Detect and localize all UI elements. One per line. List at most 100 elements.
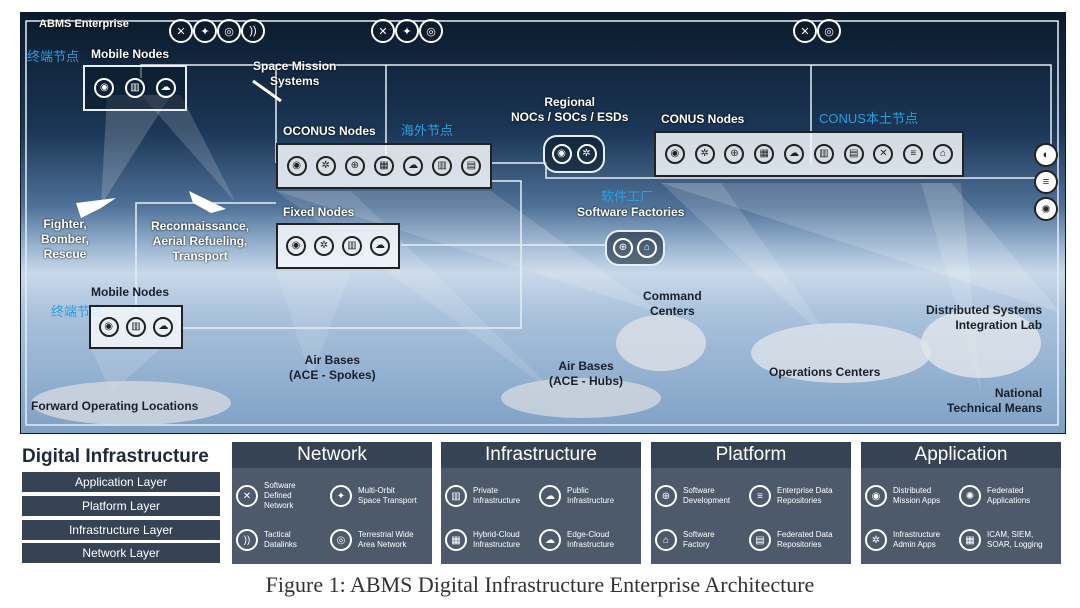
network-icon: ✕ — [236, 485, 258, 507]
database-icon: ≡ — [903, 144, 924, 164]
database-icon: ≡ — [749, 485, 771, 507]
beam-recon — [141, 95, 236, 203]
edge-cloud-icon: ☁ — [153, 317, 174, 337]
server-icon: ▥ — [432, 156, 453, 176]
globe-circle-icon: ◎ — [217, 19, 241, 43]
digital-infrastructure-title: Digital Infrastructure — [22, 446, 209, 467]
dish-circle-icon: ◐ — [1034, 143, 1058, 167]
factory-icon: ⌂ — [637, 238, 657, 258]
beam-fighter — [101, 95, 171, 205]
software-factories-title: Software Factories — [577, 205, 685, 219]
software-factories-cn: 软件工厂 — [601, 189, 654, 204]
mobile-top-cn: 终端节点 — [27, 49, 80, 64]
item-software-development: ⊕Software Development — [655, 476, 755, 516]
layer-platform: Platform Layer — [22, 496, 220, 516]
mission-app-icon: ◉ — [286, 156, 307, 176]
figure-caption: Figure 1: ABMS Digital Infrastructure En… — [265, 572, 815, 597]
oconus-cn: 海外节点 — [401, 123, 454, 138]
gear-icon: ✲ — [694, 144, 715, 164]
mobile-nodes-top-box: ◉ ▥ ☁ — [83, 65, 187, 111]
mobile-bottom-title: Mobile Nodes — [91, 285, 170, 299]
apps-icon: ◉ — [865, 485, 887, 507]
gear-icon: ✲ — [314, 236, 334, 256]
datalink-icon: )) — [236, 529, 258, 551]
item-software-defined-network: ✕Software Defined Network — [236, 476, 336, 516]
gear-icon: ✲ — [576, 144, 597, 164]
regional-nodes-box: ◉ ✲ — [543, 135, 605, 173]
column-platform: Platform ⊕Software Development ≡Enterpri… — [651, 442, 851, 564]
column-platform-title: Platform — [651, 442, 851, 468]
item-edge-cloud: ☁Edge-Cloud Infrastructure — [539, 520, 639, 560]
federated-db-icon: ▤ — [461, 156, 482, 176]
enterprise-label: ABMS Enterprise — [39, 18, 129, 30]
mobile-top-title: Mobile Nodes — [91, 47, 170, 61]
landmass-dsil — [921, 308, 1041, 378]
mobile-nodes-bottom-box: ◉ ▥ ☁ — [89, 305, 183, 349]
edge-cloud-icon: ☁ — [370, 236, 390, 256]
server-icon: ▥ — [125, 317, 146, 337]
federated-db-icon: ▤ — [749, 529, 771, 551]
item-federated-data: ▤Federated Data Repositories — [749, 520, 849, 560]
satellite-circle-icon: ✦ — [193, 19, 217, 43]
column-application-title: Application — [861, 442, 1061, 468]
security-icon: ▦ — [754, 144, 775, 164]
mission-app-icon: ◉ — [664, 144, 685, 164]
column-application: Application ◉Distributed Mission Apps ✺F… — [861, 442, 1061, 564]
cloud-icon: ☁ — [784, 144, 805, 164]
item-software-factory: ⌂Software Factory — [655, 520, 755, 560]
layer-network: Network Layer — [22, 543, 220, 563]
architecture-map: ABMS Enterprise ✕ ✦ ◎ )) ✕ ✦ ◎ ✕ ◎ ◐ ≡ ✺… — [20, 12, 1066, 434]
network-icon: ✕ — [873, 144, 894, 164]
fixed-nodes-box: ◉ ✲ ▥ ☁ — [276, 223, 400, 269]
map-overlay — [25, 20, 1061, 426]
regional-title: Regional NOCs / SOCs / ESDs — [511, 95, 629, 124]
fighter-aircraft-icon — [76, 198, 116, 218]
oconus-nodes-box: ◉ ✲ ⊕ ▦ ☁ ▥ ▤ — [276, 143, 492, 189]
operations-centers-label: Operations Centers — [769, 365, 881, 379]
dsil-label: Distributed Systems Integration Lab — [926, 303, 1043, 332]
security-icon: ▦ — [959, 529, 981, 551]
oconus-title: OCONUS Nodes — [283, 124, 376, 138]
item-distributed-mission-apps: ◉Distributed Mission Apps — [865, 476, 965, 516]
beam-conus-2 — [661, 183, 841, 353]
space-mission-label: Space Mission Systems — [253, 59, 337, 88]
item-private-infra: ▥Private Infrastructure — [445, 476, 545, 516]
forward-operating-locations-label: Forward Operating Locations — [31, 399, 199, 413]
dev-icon: ⊕ — [613, 238, 633, 258]
server-icon: ▥ — [342, 236, 362, 256]
column-infrastructure: Infrastructure ▥Private Infrastructure ☁… — [441, 442, 641, 564]
conus-cn: CONUS本土节点 — [819, 111, 918, 126]
software-factories-box: ⊕ ⌂ — [605, 230, 665, 266]
datalink-circle-icon: )) — [241, 19, 265, 43]
security-icon: ▦ — [373, 156, 394, 176]
beam-conus-1 — [661, 183, 1061, 313]
mission-app-icon: ◉ — [551, 144, 572, 164]
globe-circle-icon: ◎ — [419, 19, 443, 43]
globe-icon: ◎ — [330, 529, 352, 551]
item-public-infra: ☁Public Infrastructure — [539, 476, 639, 516]
orbit-icon: ✦ — [330, 485, 352, 507]
admin-icon: ✲ — [865, 529, 887, 551]
conus-nodes-box: ◉ ✲ ⊕ ▦ ☁ ▥ ▤ ✕ ≡ ⌂ — [654, 131, 964, 177]
recon-label: Reconnaissance, Aerial Refueling, Transp… — [151, 219, 250, 263]
landmass-command — [616, 315, 706, 371]
dev-icon: ⊕ — [344, 156, 365, 176]
layer-infrastructure: Infrastructure Layer — [22, 520, 220, 540]
national-technical-means-label: National Technical Means — [947, 386, 1043, 415]
network-circle-icon: ✕ — [371, 19, 395, 43]
server-icon: ▥ — [124, 78, 145, 98]
private-infra-icon: ▤ — [843, 144, 864, 164]
landmass-fol — [31, 381, 231, 425]
mission-app-icon: ◉ — [286, 236, 306, 256]
satellite-circle-icon: ✦ — [395, 19, 419, 43]
hybrid-cloud-icon: ▦ — [445, 529, 467, 551]
dev-icon: ⊕ — [655, 485, 677, 507]
conus-title: CONUS Nodes — [661, 112, 745, 126]
landmass-hubs — [501, 378, 661, 418]
server-icon: ▥ — [813, 144, 834, 164]
item-infrastructure-admin: ✲Infrastructure Admin Apps — [865, 520, 965, 560]
air-bases-spokes-label: Air Bases (ACE - Spokes) — [289, 353, 376, 382]
beam-oconus-1 — [276, 191, 661, 313]
database-circle-icon: ≡ — [1034, 170, 1058, 194]
item-multi-orbit: ✦Multi-Orbit Space Transport — [330, 476, 430, 516]
